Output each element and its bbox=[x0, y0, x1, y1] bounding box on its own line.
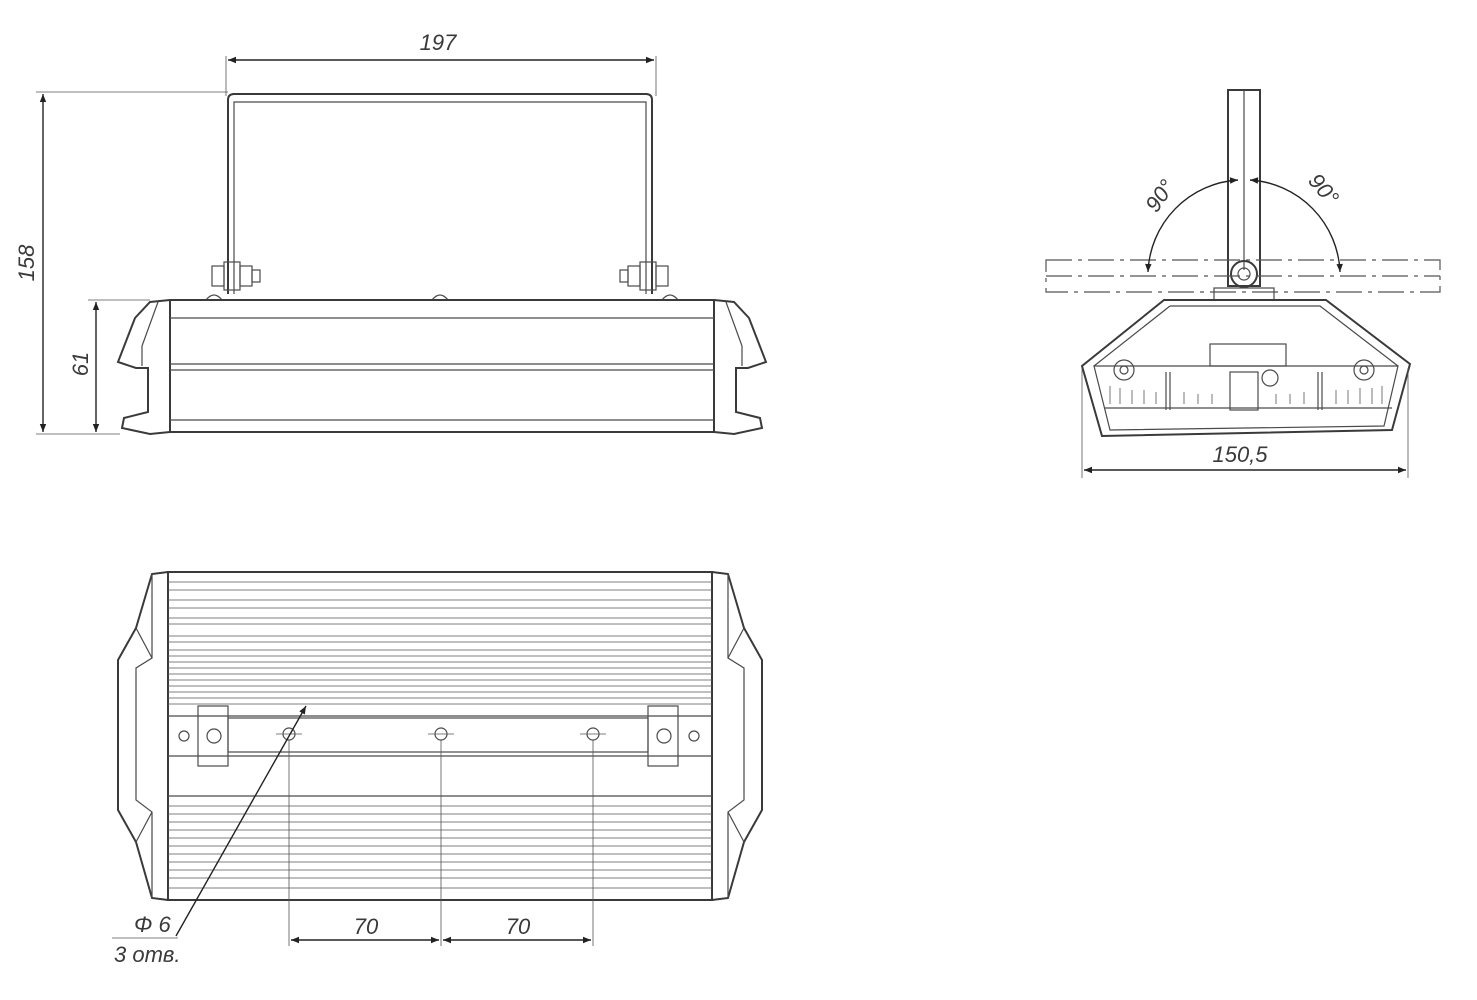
dim-end-width: 150,5 bbox=[1212, 442, 1268, 467]
lamp-body-side bbox=[116, 299, 768, 436]
mounting-bracket bbox=[227, 93, 653, 294]
dim-width: 197 bbox=[420, 30, 457, 55]
dim-height-body: 61 bbox=[68, 352, 93, 376]
front-view: 197 158 61 bbox=[14, 30, 768, 436]
right-bolt bbox=[619, 261, 669, 291]
angle-right: 90° bbox=[1303, 168, 1344, 210]
dim-height-total: 158 bbox=[14, 244, 39, 281]
dim-spacing-left: 70 bbox=[354, 914, 379, 939]
mounting-hole-2 bbox=[428, 727, 454, 741]
mounting-hole-1 bbox=[276, 727, 302, 741]
lamp-body-bottom bbox=[167, 571, 713, 901]
left-bolt bbox=[211, 261, 261, 291]
hole-diameter-label: Φ 6 bbox=[134, 912, 172, 937]
bottom-view: 70 70 Φ 6 3 отв. bbox=[112, 571, 763, 967]
mounting-rail bbox=[178, 705, 700, 767]
end-view: 90° 90° bbox=[1045, 89, 1441, 478]
hole-count-label: 3 отв. bbox=[114, 942, 181, 967]
mounting-hole-3 bbox=[580, 727, 606, 741]
fins-top bbox=[168, 581, 712, 705]
housing-profile bbox=[1080, 299, 1412, 438]
dim-spacing-right: 70 bbox=[506, 914, 531, 939]
pivot-bolt bbox=[1230, 260, 1258, 288]
fins-bottom bbox=[168, 805, 712, 889]
